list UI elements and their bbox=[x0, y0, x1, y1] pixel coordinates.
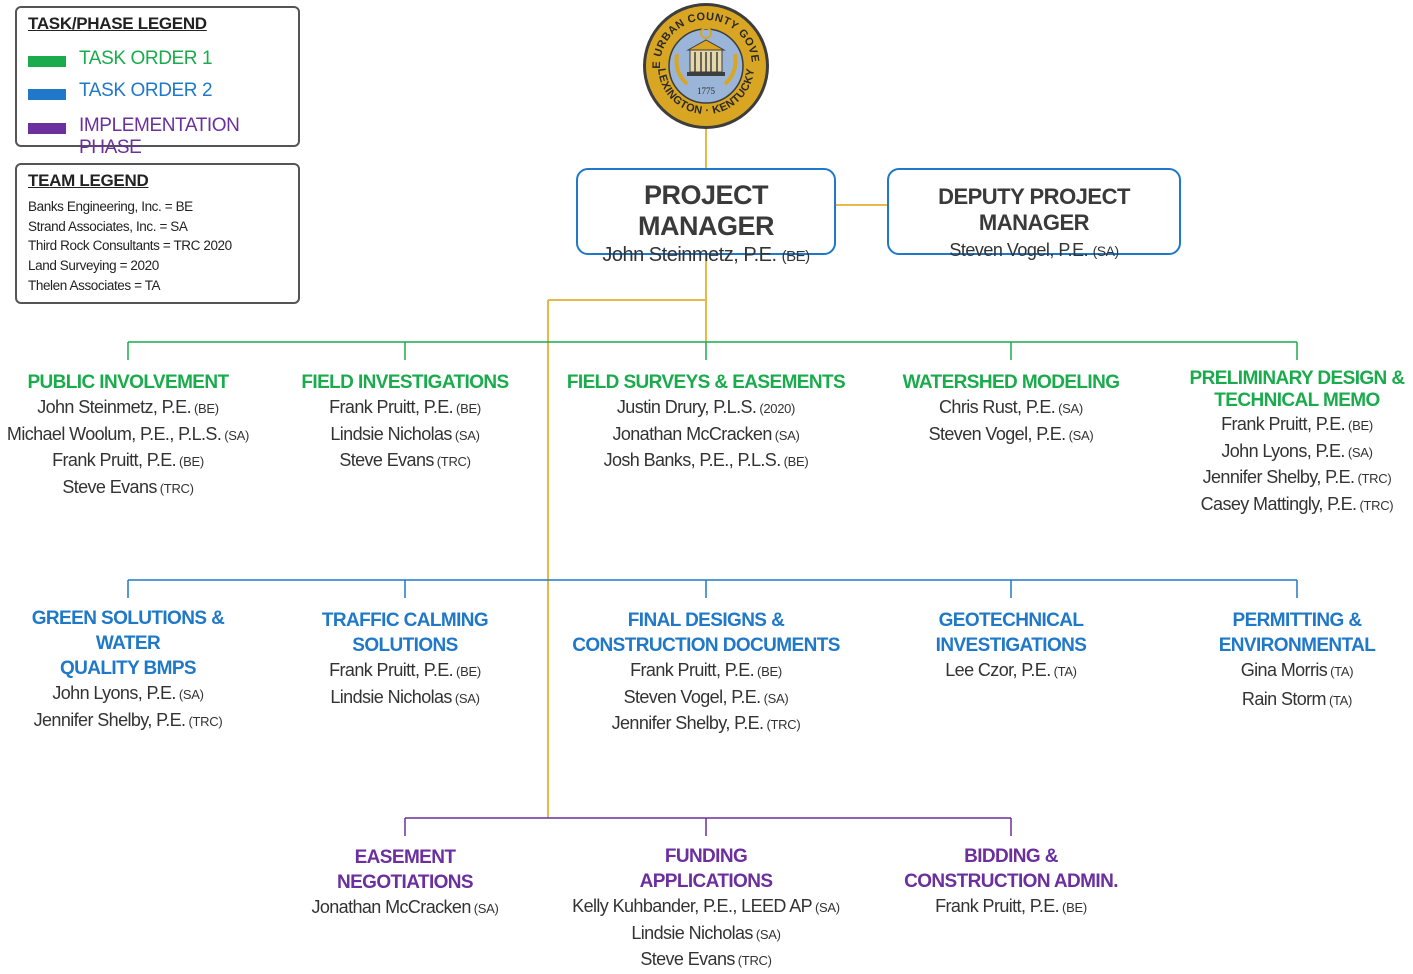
task-order-2-swatch bbox=[28, 89, 66, 100]
task-node-permitting: PERMITTING & ENVIRONMENTAL Gina Morris(T… bbox=[1182, 608, 1412, 713]
team-member: Steve Evans(TRC) bbox=[339, 450, 471, 470]
implementation-phase-label: IMPLEMENTATION PHASE bbox=[79, 115, 240, 158]
task-node-geotechnical: GEOTECHNICAL INVESTIGATIONS Lee Czor, P.… bbox=[891, 608, 1131, 685]
team-member: Jonathan McCracken(SA) bbox=[311, 897, 499, 917]
implementation-phase-swatch bbox=[28, 123, 66, 134]
task-title: FINAL DESIGNS & CONSTRUCTION DOCUMENTS bbox=[572, 610, 840, 656]
team-member: Lindsie Nicholas(SA) bbox=[631, 922, 781, 943]
team-member: Frank Pruitt, P.E.(BE) bbox=[935, 896, 1087, 916]
task-node-bidding-construction-admin: BIDDING & CONSTRUCTION ADMIN. Frank Prui… bbox=[891, 844, 1131, 921]
task-node-final-designs: FINAL DESIGNS & CONSTRUCTION DOCUMENTS F… bbox=[566, 608, 846, 738]
task-title: FUNDING APPLICATIONS bbox=[639, 846, 773, 892]
team-member: Frank Pruitt, P.E.(BE) bbox=[329, 660, 481, 680]
team-member: Steven Vogel, P.E.(SA) bbox=[928, 423, 1094, 444]
task-order-2-label: TASK ORDER 2 bbox=[79, 80, 213, 101]
task-title: GEOTECHNICAL INVESTIGATIONS bbox=[935, 610, 1087, 656]
team-member: Steven Vogel, P.E.(SA) bbox=[623, 686, 789, 707]
team-member: Justin Drury, P.L.S.(2020) bbox=[616, 397, 796, 417]
task-order-1-label: TASK ORDER 1 bbox=[79, 48, 213, 69]
team-member: Steve Evans(TRC) bbox=[62, 476, 194, 497]
team-legend-line: Third Rock Consultants = TRC 2020 bbox=[28, 238, 232, 253]
team-member: Josh Banks, P.E., P.L.S.(BE) bbox=[603, 450, 809, 470]
task-title: GREEN SOLUTIONS & WATER QUALITY BMPS bbox=[31, 608, 225, 679]
task-node-easement-negotiations: EASEMENT NEGOTIATIONS Jonathan McCracken… bbox=[285, 845, 525, 922]
county-seal-logo: FAYETTE URBAN COUNTY GOVERNMENT LEXINGTO… bbox=[641, 2, 769, 129]
task-node-traffic-calming: TRAFFIC CALMING SOLUTIONS Frank Pruitt, … bbox=[285, 608, 525, 711]
team-member: Gina Morris(TA) bbox=[1240, 660, 1354, 680]
task-node-funding-applications: FUNDING APPLICATIONS Kelly Kuhbander, P.… bbox=[556, 844, 856, 974]
team-legend: TEAM LEGEND Banks Engineering, Inc. = BE… bbox=[15, 163, 300, 304]
team-legend-line: Thelen Associates = TA bbox=[28, 278, 161, 293]
team-member: Jonathan McCracken(SA) bbox=[612, 423, 800, 444]
team-member: Lindsie Nicholas(SA) bbox=[330, 423, 480, 444]
task-order-1-swatch bbox=[28, 56, 66, 67]
team-legend-title: TEAM LEGEND bbox=[28, 171, 149, 190]
task-node-green-solutions: GREEN SOLUTIONS & WATER QUALITY BMPS Joh… bbox=[0, 606, 258, 734]
team-member: Jennifer Shelby, P.E.(TRC) bbox=[611, 713, 801, 733]
team-member: Frank Pruitt, P.E.(BE) bbox=[52, 450, 204, 470]
task-title: WATERSHED MODELING bbox=[902, 372, 1120, 393]
task-title: BIDDING & CONSTRUCTION ADMIN. bbox=[904, 846, 1118, 892]
team-member: Chris Rust, P.E.(SA) bbox=[939, 397, 1083, 417]
task-node-watershed-modeling: WATERSHED MODELING Chris Rust, P.E.(SA) … bbox=[891, 370, 1131, 448]
task-title: PERMITTING & ENVIRONMENTAL bbox=[1218, 610, 1376, 656]
team-member: Frank Pruitt, P.E.(BE) bbox=[630, 660, 782, 680]
team-member: Lindsie Nicholas(SA) bbox=[330, 686, 480, 707]
task-node-field-surveys-easements: FIELD SURVEYS & EASEMENTS Justin Drury, … bbox=[566, 370, 846, 475]
team-member: Steve Evans(TRC) bbox=[640, 949, 772, 969]
project-manager-name: John Steinmetz, P.E. (BE) bbox=[602, 244, 810, 266]
task-title: FIELD INVESTIGATIONS bbox=[301, 372, 509, 393]
task-title: FIELD SURVEYS & EASEMENTS bbox=[566, 372, 846, 393]
deputy-project-manager-box: DEPUTY PROJECT MANAGER Steven Vogel, P.E… bbox=[887, 168, 1181, 260]
project-manager-title: PROJECT MANAGER bbox=[638, 180, 775, 241]
team-legend-line: Banks Engineering, Inc. = BE bbox=[28, 199, 193, 214]
team-member: Rain Storm(TA) bbox=[1241, 688, 1353, 709]
team-member: Jennifer Shelby, P.E.(TRC) bbox=[1202, 467, 1392, 487]
project-manager-box: PROJECT MANAGER John Steinmetz, P.E. (BE… bbox=[576, 168, 836, 266]
task-node-preliminary-design: PRELIMINARY DESIGN & TECHNICAL MEMO Fran… bbox=[1182, 368, 1412, 518]
team-member: Frank Pruitt, P.E.(BE) bbox=[329, 397, 481, 417]
team-member: Casey Mattingly, P.E.(TRC) bbox=[1200, 493, 1394, 514]
team-member: John Lyons, P.E.(SA) bbox=[1221, 440, 1373, 461]
team-member: John Lyons, P.E.(SA) bbox=[52, 683, 204, 703]
task-title: EASEMENT NEGOTIATIONS bbox=[336, 847, 474, 893]
task-title: TRAFFIC CALMING SOLUTIONS bbox=[321, 610, 489, 656]
deputy-project-manager-name: Steven Vogel, P.E. (SA) bbox=[949, 240, 1119, 260]
deputy-project-manager-title: DEPUTY PROJECT MANAGER bbox=[938, 184, 1130, 235]
team-member: John Steinmetz, P.E.(BE) bbox=[37, 397, 219, 417]
task-phase-legend-title: TASK/PHASE LEGEND bbox=[28, 14, 207, 33]
task-node-field-investigations: FIELD INVESTIGATIONS Frank Pruitt, P.E.(… bbox=[285, 370, 525, 475]
team-member: Jennifer Shelby, P.E.(TRC) bbox=[33, 709, 223, 730]
team-legend-line: Land Surveying = 2020 bbox=[28, 258, 159, 273]
team-legend-line: Strand Associates, Inc. = SA bbox=[28, 219, 188, 234]
team-member: Michael Woolum, P.E., P.L.S.(SA) bbox=[6, 423, 250, 444]
task-title: PUBLIC INVOLVEMENT bbox=[27, 372, 229, 393]
task-node-public-involvement: PUBLIC INVOLVEMENT John Steinmetz, P.E.(… bbox=[0, 370, 258, 501]
task-title: PRELIMINARY DESIGN & TECHNICAL MEMO bbox=[1189, 368, 1406, 411]
team-member: Frank Pruitt, P.E.(BE) bbox=[1221, 414, 1373, 434]
seal-year: 1775 bbox=[697, 86, 716, 96]
task-phase-legend: TASK/PHASE LEGEND TASK ORDER 1 TASK ORDE… bbox=[15, 6, 300, 158]
team-member: Lee Czor, P.E.(TA) bbox=[945, 660, 1077, 680]
team-member: Kelly Kuhbander, P.E., LEED AP(SA) bbox=[572, 896, 840, 916]
